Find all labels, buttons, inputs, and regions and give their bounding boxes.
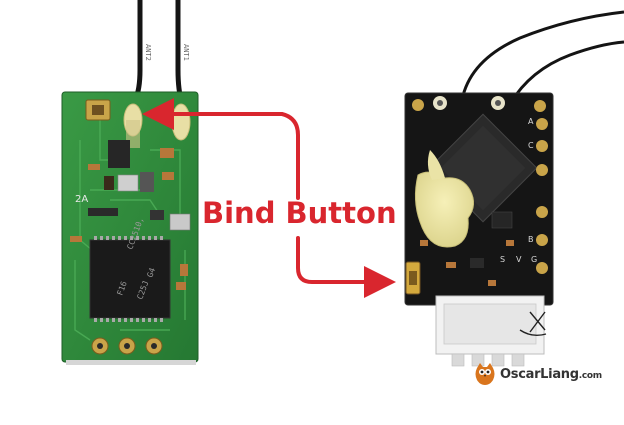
cc2510-chip (89, 239, 171, 319)
antenna-left-label: ANT2 (144, 44, 152, 61)
antenna-wire-upper (460, 10, 624, 101)
pin-label-c: C (528, 141, 534, 150)
pin-label-s: S (500, 255, 505, 264)
arrow-to-left-bind (142, 98, 300, 200)
pin-label-v: V (516, 255, 522, 264)
antenna-wire-right (175, 0, 185, 105)
pin-label-b: B (528, 235, 534, 244)
right-receiver-board: A C B S V G (404, 10, 624, 367)
bind-button-label: Bind Button (202, 196, 397, 230)
pin-label-g: G (531, 255, 537, 264)
owl-logo-icon (475, 363, 495, 385)
arrow-to-right-bind (296, 236, 396, 298)
left-receiver-board: ANT2 ANT1 (61, 0, 199, 365)
antenna-wire-left (132, 0, 143, 102)
antenna-solder-right (171, 103, 191, 141)
watermark-brand: OscarLiang (500, 366, 579, 382)
antenna-wire-lower (508, 40, 624, 105)
watermark: OscarLiang.com (474, 360, 614, 388)
antenna-right-label: ANT1 (182, 44, 190, 61)
bind-arrows (142, 98, 396, 298)
watermark-domain: .com (578, 370, 602, 381)
watermark-text: OscarLiang.com (500, 367, 602, 382)
chip-marking-4: G4 (145, 266, 157, 278)
pin-label-a: A (528, 117, 534, 126)
silkscreen-2a: 2A (75, 194, 88, 205)
